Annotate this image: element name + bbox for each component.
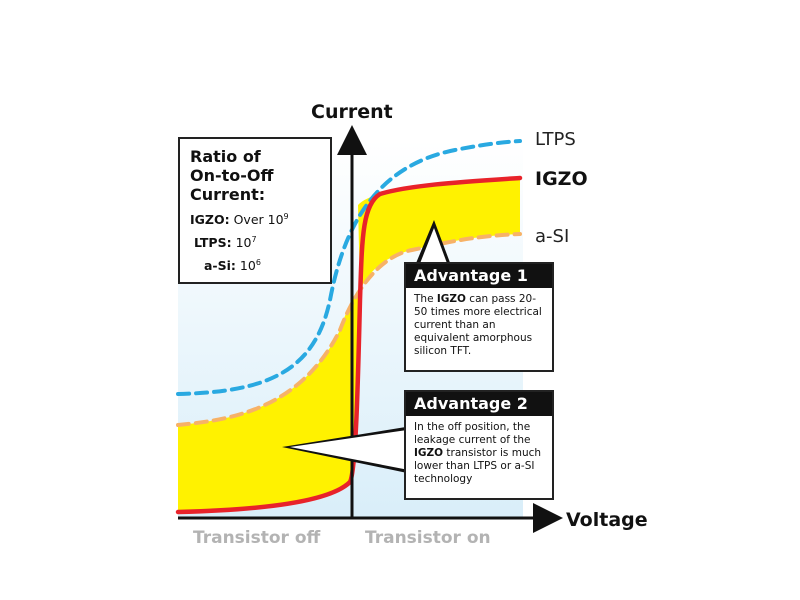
advantage1-callout: Advantage 1 The IGZO can pass 20-50 time… bbox=[404, 262, 554, 372]
ratio-title-line-1: Ratio of bbox=[190, 147, 261, 166]
ratio-row-igzo: IGZO: Over 109 bbox=[190, 212, 289, 228]
igzo-curve bbox=[175, 175, 523, 515]
advantage1-title: Advantage 1 bbox=[406, 264, 552, 288]
advantage1-pointer-inner bbox=[419, 228, 448, 266]
ratio-row-a-si: a-Si: 106 bbox=[204, 258, 261, 274]
ltps-curve bbox=[176, 139, 522, 396]
ratio-title-line-3: Current: bbox=[190, 185, 266, 204]
a-si-curve bbox=[176, 232, 522, 427]
advantage1-text: The IGZO can pass 20-50 times more elect… bbox=[414, 293, 542, 357]
x-axis-label: Voltage bbox=[566, 509, 648, 531]
transistor-off-label: Transistor off bbox=[193, 528, 321, 548]
a-si-label: a-SI bbox=[535, 226, 569, 247]
transistor-on-label: Transistor on bbox=[365, 528, 491, 548]
ratio-title-line-2: On-to-Off bbox=[190, 166, 274, 185]
igzo-advantage-band-lower bbox=[178, 290, 360, 512]
igzo-label: IGZO bbox=[535, 168, 588, 190]
ltps-label: LTPS bbox=[535, 129, 576, 150]
advantage2-callout: Advantage 2 In the off position, the lea… bbox=[404, 390, 554, 500]
advantage2-title: Advantage 2 bbox=[406, 392, 552, 416]
on-off-ratio-box: Ratio of On-to-Off Current: IGZO: Over 1… bbox=[178, 137, 332, 284]
advantage2-pointer-inner bbox=[290, 429, 414, 471]
advantage2-text: In the off position, the leakage current… bbox=[414, 421, 542, 485]
y-axis-label: Current bbox=[311, 101, 393, 123]
ratio-row-ltps: LTPS: 107 bbox=[194, 235, 257, 251]
